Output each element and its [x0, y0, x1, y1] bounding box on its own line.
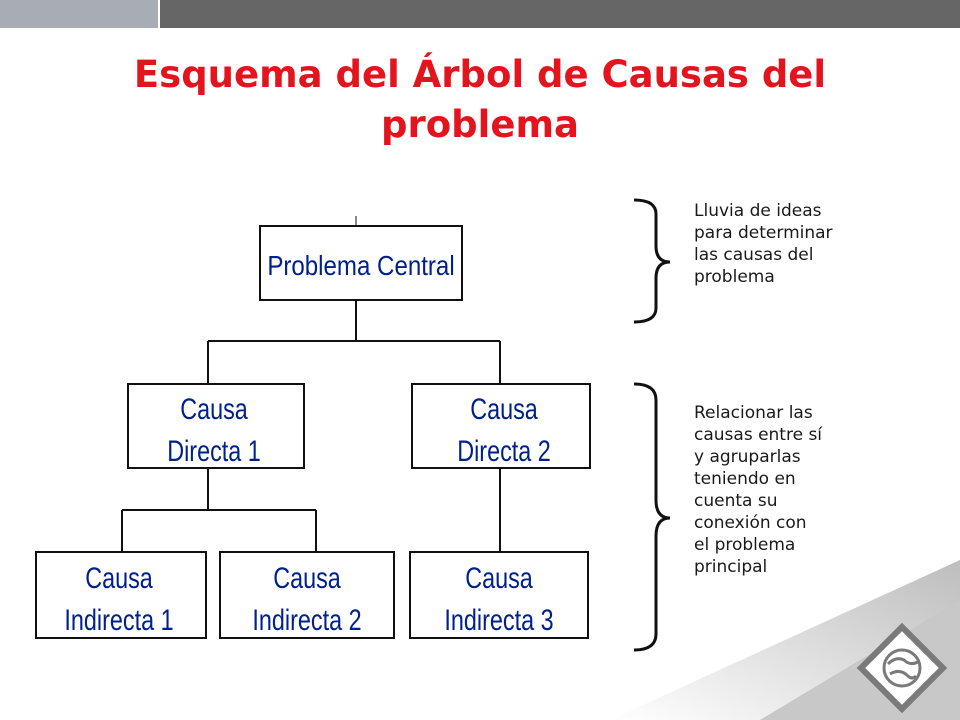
node-direct-2-line1: Causa — [470, 392, 538, 425]
node-box-indirect-3 — [409, 551, 589, 639]
node-central-label: Problema Central — [267, 249, 454, 281]
node-box-direct-2 — [411, 383, 591, 469]
slide-title: Esquema del Árbol de Causas del problema — [133, 53, 827, 146]
note-relate: Relacionar las causas entre sí y agrupar… — [694, 403, 823, 577]
connector-lines — [121, 216, 501, 552]
node-box-indirect-1 — [35, 551, 207, 639]
top-bar — [160, 0, 960, 28]
node-indirect-3-line1: Causa — [465, 561, 533, 594]
node-direct-1-line2: Directa 1 — [167, 434, 261, 467]
note-brainstorm: Lluvia de ideas para determinar las caus… — [694, 201, 833, 287]
node-indirect-3-line2: Indirecta 3 — [444, 603, 553, 636]
brace-brainstorm — [633, 198, 671, 324]
node-indirect-2-line2: Indirecta 2 — [252, 603, 361, 636]
logo-globe — [882, 648, 922, 688]
logo-globe-continents — [886, 657, 919, 680]
brace-relate — [633, 382, 671, 652]
node-box-direct-1 — [127, 383, 305, 469]
node-direct-1-line1: Causa — [180, 392, 248, 425]
node-box-central — [259, 225, 463, 301]
node-indirect-1-line1: Causa — [85, 561, 153, 594]
node-direct-2-line2: Directa 2 — [457, 434, 551, 467]
node-box-indirect-2 — [219, 551, 395, 639]
node-indirect-2-line1: Causa — [273, 561, 341, 594]
top-bar-accent — [0, 0, 158, 28]
node-indirect-1-line2: Indirecta 1 — [64, 603, 173, 636]
